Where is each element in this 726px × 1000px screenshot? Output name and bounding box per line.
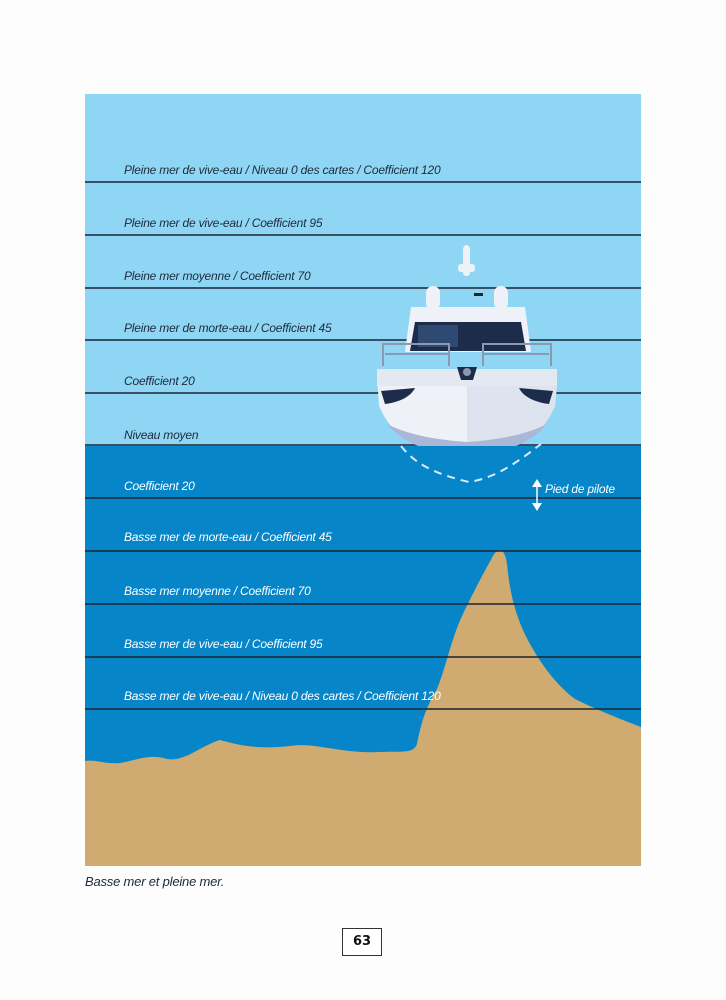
level-label: Basse mer de vive-eau / Niveau 0 des car… [124, 689, 441, 703]
level-label: Pleine mer de morte-eau / Coefficient 45 [124, 321, 332, 335]
level-label: Pleine mer de vive-eau / Coefficient 95 [124, 216, 323, 230]
level-label: Pleine mer de vive-eau / Niveau 0 des ca… [124, 163, 441, 177]
hull-draft-outline [400, 443, 542, 484]
seabed [85, 550, 641, 866]
level-label: Pleine mer moyenne / Coefficient 70 [124, 269, 311, 283]
level-label: Basse mer moyenne / Coefficient 70 [124, 584, 311, 598]
tide-diagram: Pleine mer de vive-eau / Niveau 0 des ca… [85, 94, 641, 866]
level-label: Basse mer de morte-eau / Coefficient 45 [124, 530, 332, 544]
level-label: Niveau moyen [124, 428, 199, 442]
level-label: Coefficient 20 [124, 479, 195, 493]
figure-caption: Basse mer et pleine mer. [85, 874, 225, 889]
tide-level-lines [85, 181, 641, 710]
boat-icon [377, 245, 557, 446]
tide-diagram-svg [85, 94, 641, 866]
double-arrow-icon [532, 479, 542, 511]
level-label: Basse mer de vive-eau / Coefficient 95 [124, 637, 323, 651]
level-label: Coefficient 20 [124, 374, 195, 388]
page-number: 63 [342, 928, 382, 956]
pilot-foot-label: Pied de pilote [545, 482, 615, 496]
